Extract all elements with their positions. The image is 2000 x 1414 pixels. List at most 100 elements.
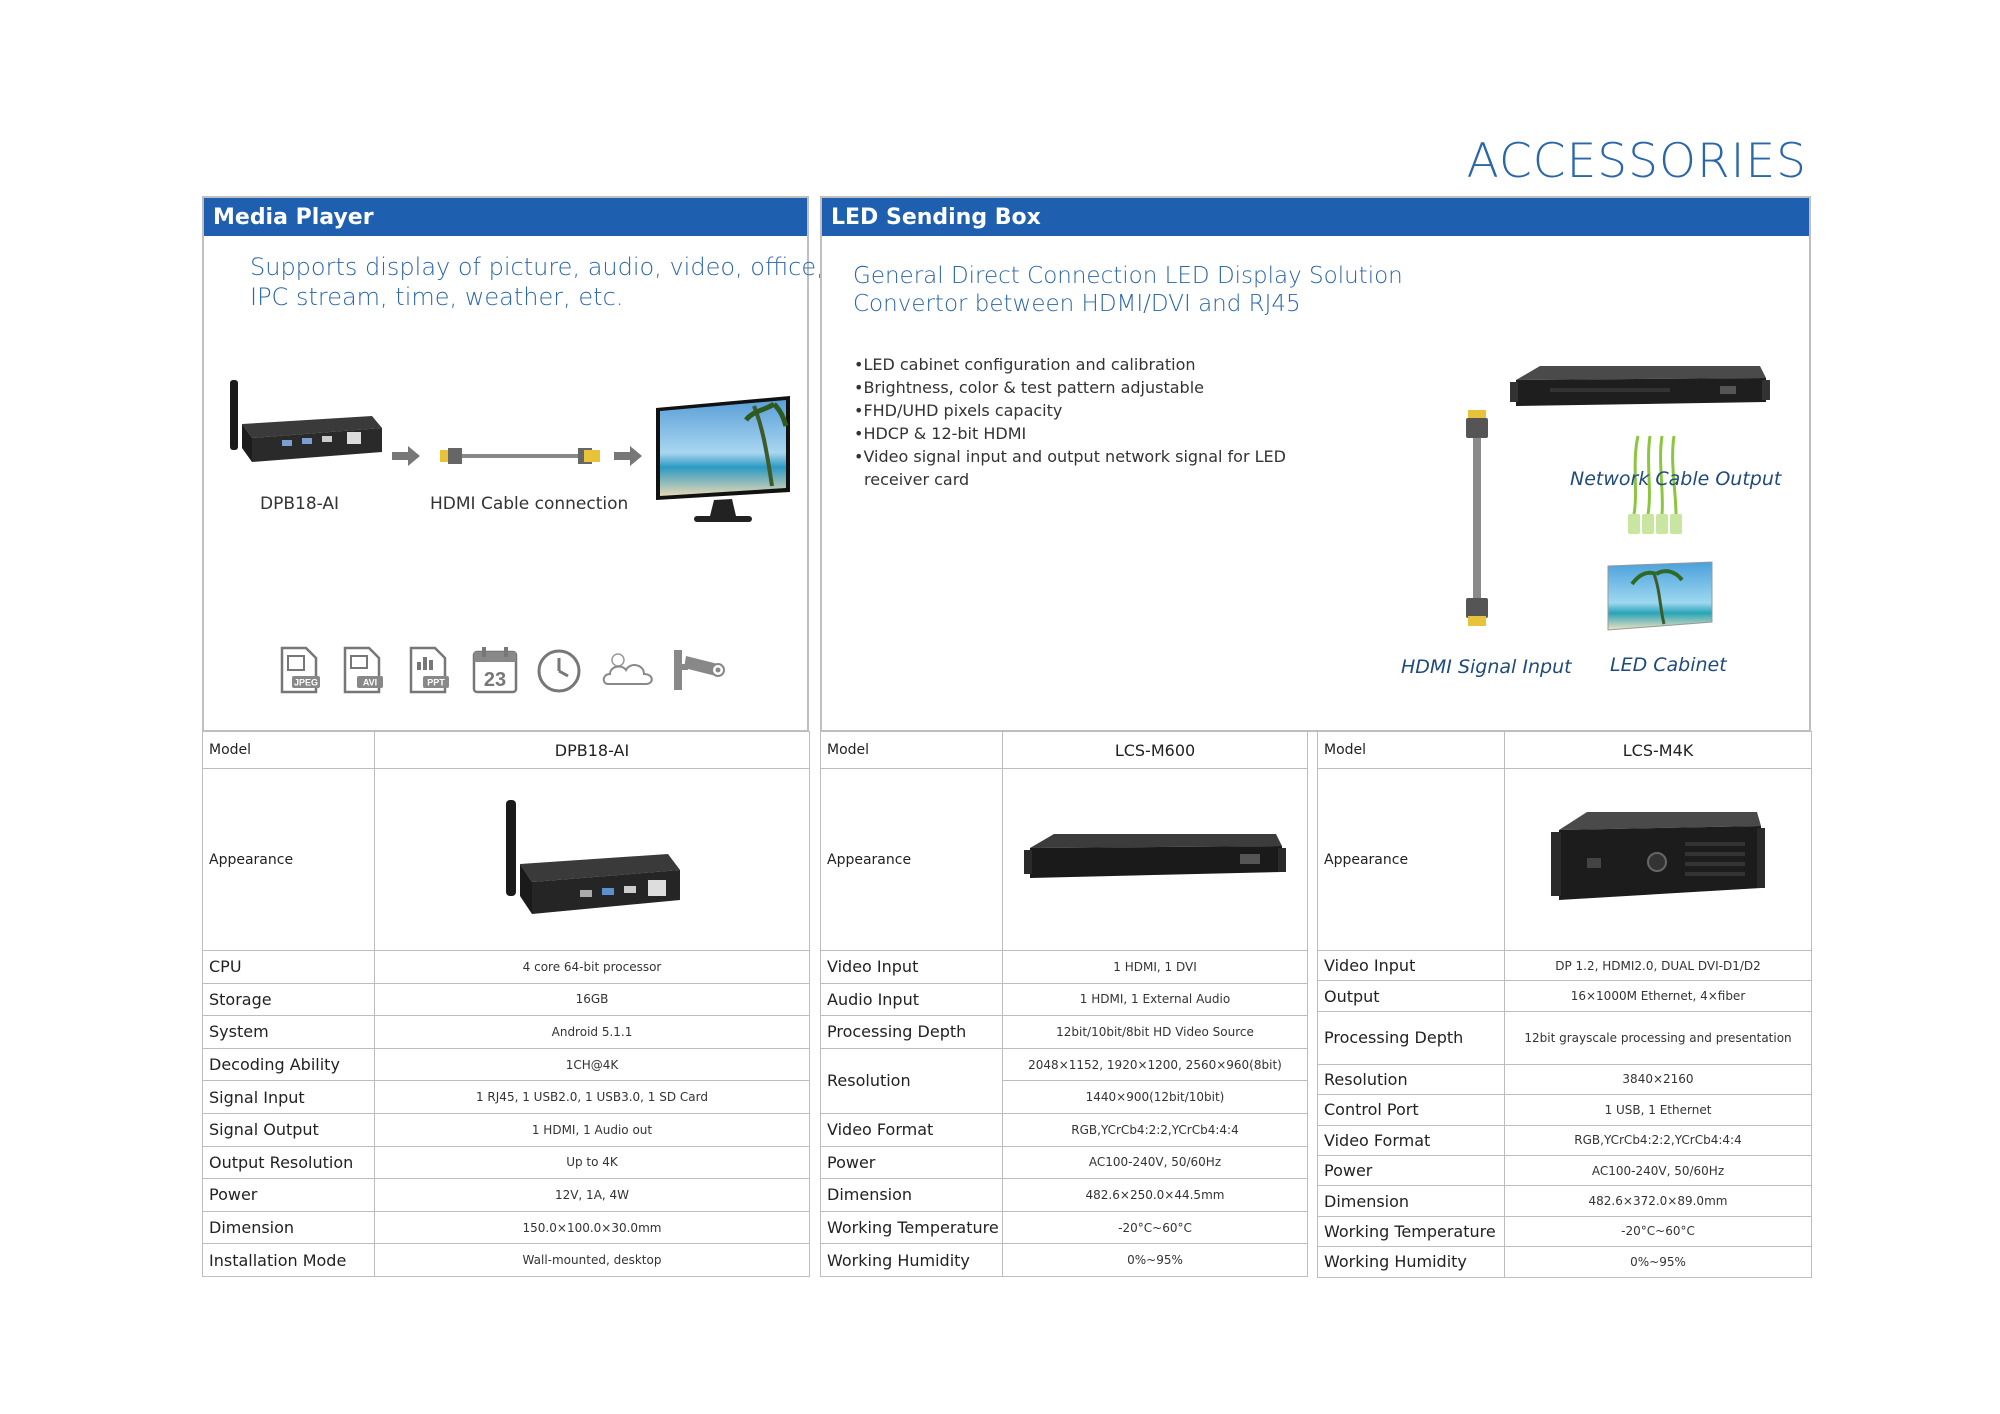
monitor-image	[656, 396, 790, 522]
row-label: Signal Output	[202, 1112, 375, 1147]
row-value: DP 1.2, HDMI2.0, DUAL DVI-D1/D2	[1504, 949, 1812, 982]
row-label: Video Format	[820, 1112, 1003, 1147]
model-value: LCS-M4K	[1504, 731, 1812, 769]
row-value: 1 USB, 1 Ethernet	[1504, 1094, 1812, 1126]
row-value: 150.0×100.0×30.0mm	[374, 1210, 810, 1245]
row-value: 12V, 1A, 4W	[374, 1178, 810, 1212]
media-player-spec-table: Model DPB18-AI Appearance	[202, 731, 810, 951]
arrow-right-icon	[392, 446, 420, 466]
row-value: Up to 4K	[374, 1145, 810, 1180]
cable-caption: HDMI Cable connection	[430, 494, 629, 514]
table-row: Appearance	[820, 768, 1308, 951]
network-cables-image	[1628, 435, 1682, 534]
row-value: 0%~95%	[1504, 1246, 1812, 1278]
hdmi-cable-image	[440, 448, 600, 464]
row-value: -20°C~60°C	[1504, 1215, 1812, 1248]
network-output-caption: Network Cable Output	[1570, 468, 1782, 490]
lcs-m4k-spec-table: Model LCS-M4K Appearance	[1317, 731, 1812, 951]
svg-text:AVI: AVI	[363, 678, 377, 688]
led-cabinet-caption: LED Cabinet	[1610, 654, 1727, 676]
row-label: Power	[1317, 1154, 1505, 1187]
list-item: FHD/UHD pixels capacity	[852, 399, 1292, 422]
row-label: Processing Depth	[820, 1015, 1003, 1049]
led-box-lead: General Direct Connection LED Display So…	[853, 262, 1403, 318]
row-value: 3840×2160	[1504, 1063, 1812, 1096]
model-label: Model	[202, 731, 375, 769]
row-label: Audio Input	[820, 982, 1003, 1017]
list-item: HDCP & 12-bit HDMI	[852, 422, 1292, 445]
row-label: Video Format	[1317, 1124, 1505, 1156]
media-player-header: Media Player	[204, 198, 807, 236]
svg-text:PPT: PPT	[427, 678, 445, 688]
ppt-file-icon: PPT	[409, 646, 449, 694]
row-value: 1 RJ45, 1 USB2.0, 1 USB3.0, 1 SD Card	[374, 1080, 810, 1114]
row-label: Video Input	[1317, 949, 1505, 982]
row-label: CPU	[202, 950, 375, 984]
appearance-label: Appearance	[1317, 768, 1505, 951]
row-label: Decoding Ability	[202, 1047, 375, 1082]
row-label: System	[202, 1015, 375, 1049]
row-label: Working Humidity	[820, 1243, 1003, 1277]
appearance-label: Appearance	[820, 768, 1003, 951]
row-value: AC100-240V, 50/60Hz	[1002, 1145, 1308, 1180]
row-label: Working Temperature	[820, 1210, 1003, 1245]
led-sending-box-header: LED Sending Box	[822, 198, 1809, 236]
row-value: 0%~95%	[1002, 1243, 1308, 1277]
row-value: 2048×1152, 1920×1200, 2560×960(8bit)	[1002, 1047, 1308, 1082]
appearance-cell	[1002, 768, 1308, 951]
media-player-lead: Supports display of picture, audio, vide…	[250, 252, 824, 312]
calendar-icon: 23	[472, 647, 518, 694]
row-label: Working Humidity	[1317, 1246, 1505, 1278]
row-label: Resolution	[1317, 1063, 1505, 1096]
row-value: 16GB	[374, 982, 810, 1017]
lead-line-2: IPC stream, time, weather, etc.	[250, 283, 624, 311]
led-box-feature-list: LED cabinet configuration and calibratio…	[852, 353, 1292, 491]
row-label: Working Temperature	[1317, 1215, 1505, 1248]
row-value: 482.6×250.0×44.5mm	[1002, 1178, 1308, 1212]
lcs-m600-appearance-image	[1024, 833, 1286, 878]
lead-line-1: Supports display of picture, audio, vide…	[250, 253, 824, 281]
table-row: Appearance	[1317, 768, 1812, 951]
lead-line-1: General Direct Connection LED Display So…	[853, 263, 1403, 289]
row-value: Android 5.1.1	[374, 1015, 810, 1049]
media-player-appearance-image	[506, 799, 680, 914]
ipc-camera-icon	[674, 650, 725, 690]
lcs-m4k-appearance-image	[1551, 811, 1765, 900]
table-row: Model DPB18-AI	[202, 731, 810, 769]
appearance-cell	[374, 768, 810, 951]
row-value: 1440×900(12bit/10bit)	[1002, 1080, 1308, 1114]
row-label: Dimension	[1317, 1185, 1505, 1217]
appearance-label: Appearance	[202, 768, 375, 951]
svg-text:JPEG: JPEG	[294, 678, 318, 688]
table-row: Working Temperature-20°C~60°C	[1317, 1215, 1812, 1248]
model-label: Model	[1317, 731, 1505, 769]
row-label: Dimension	[202, 1210, 375, 1245]
row-label: Storage	[202, 982, 375, 1017]
sending-box-image	[1510, 366, 1770, 406]
row-value: 4 core 64-bit processor	[374, 950, 810, 984]
table-row: Appearance	[202, 768, 810, 951]
lead-line-2: Convertor between HDMI/DVI and RJ45	[853, 291, 1301, 317]
row-label: Installation Mode	[202, 1243, 375, 1277]
table-row: 1440×900(12bit/10bit)	[821, 1080, 1308, 1114]
model-value: DPB18-AI	[374, 731, 810, 769]
row-label: Output	[1317, 980, 1505, 1012]
list-item: Brightness, color & test pattern adjusta…	[852, 376, 1292, 399]
row-value: 1CH@4K	[374, 1047, 810, 1082]
weather-cloud-icon	[602, 653, 653, 685]
